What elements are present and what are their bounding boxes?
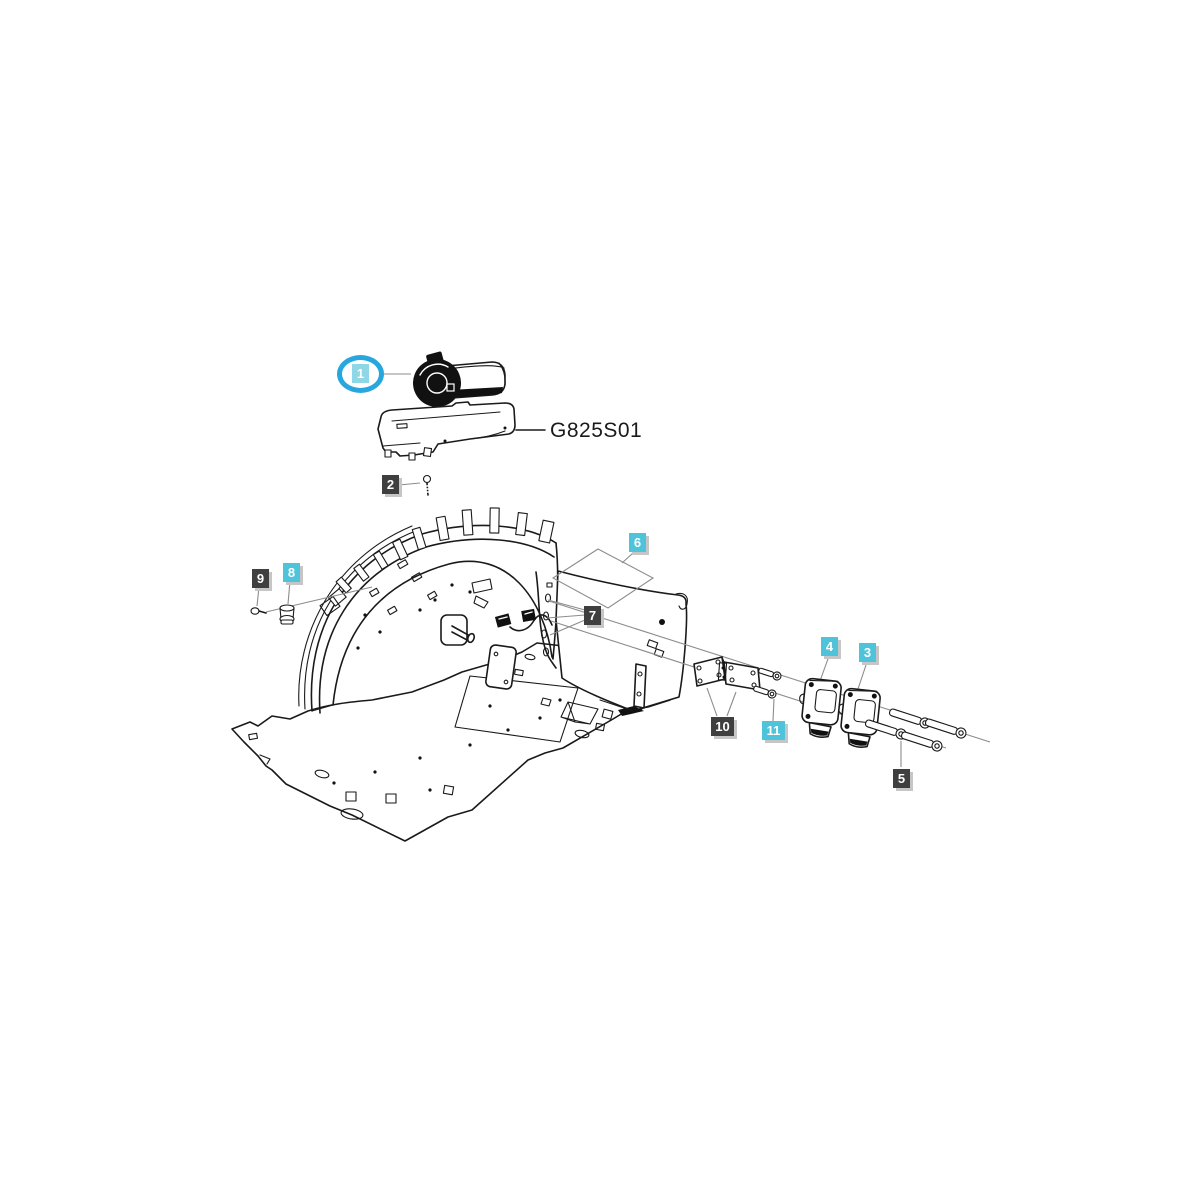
part-5-bolts [864, 708, 967, 752]
ecu-box-3 [838, 687, 881, 748]
part-cover [377, 401, 516, 461]
part-8-grommet [279, 604, 295, 625]
callout-9[interactable]: 9 [252, 569, 269, 588]
callout-6[interactable]: 6 [629, 533, 646, 552]
side-panel [494, 570, 688, 716]
fender-face-details [319, 559, 553, 690]
part-code-label: G825S01 [550, 419, 643, 442]
flange-tabs [327, 507, 555, 607]
part-9-screw [250, 607, 267, 615]
callout-11[interactable]: 11 [762, 721, 785, 740]
part-11-bolts [753, 667, 782, 699]
callout-1[interactable]: 1 [352, 364, 369, 383]
callout-2[interactable]: 2 [382, 475, 399, 494]
callout-4[interactable]: 4 [821, 637, 838, 656]
part-1-sensor [413, 351, 506, 407]
floor-panel [231, 642, 678, 842]
callout-3[interactable]: 3 [859, 643, 876, 662]
part-10-bracket [693, 656, 761, 691]
callout-8[interactable]: 8 [283, 563, 300, 582]
ecu-box-4 [799, 677, 842, 738]
callout-5[interactable]: 5 [893, 769, 910, 788]
highlight-ring [337, 355, 384, 393]
callout-10[interactable]: 10 [711, 717, 734, 736]
callout-7[interactable]: 7 [584, 606, 601, 625]
part-2-screw [422, 474, 432, 496]
fender-assembly [298, 507, 559, 714]
wiring-harness [494, 571, 557, 669]
